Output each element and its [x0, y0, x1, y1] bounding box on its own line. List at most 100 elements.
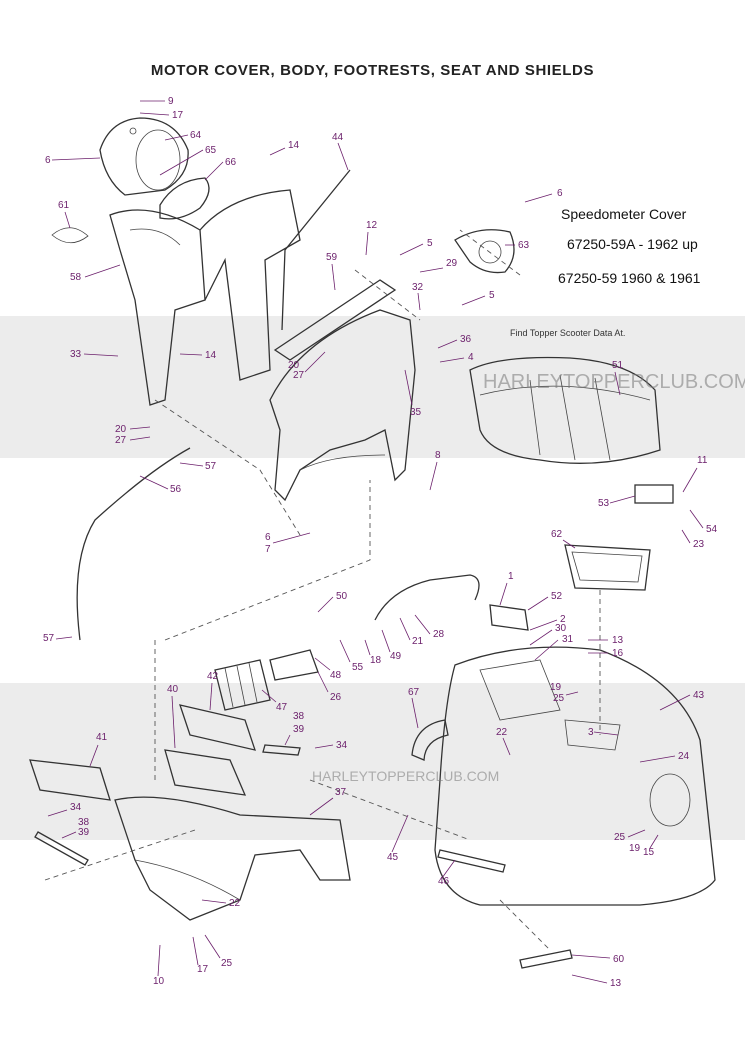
svg-text:48: 48	[330, 670, 342, 681]
footboard-left	[164, 749, 247, 796]
svg-text:7: 7	[265, 544, 271, 555]
svg-text:11: 11	[697, 455, 708, 466]
assembly-lines	[44, 229, 601, 951]
svg-text:47: 47	[276, 702, 288, 713]
svg-text:46: 46	[438, 876, 450, 887]
svg-text:37: 37	[335, 787, 347, 798]
svg-text:31: 31	[562, 634, 574, 645]
svg-text:18: 18	[370, 655, 382, 666]
svg-text:19: 19	[629, 843, 641, 854]
svg-text:39: 39	[293, 724, 305, 735]
svg-text:62: 62	[551, 529, 563, 540]
svg-text:64: 64	[190, 130, 202, 141]
svg-text:17: 17	[197, 964, 209, 975]
front-shield	[109, 189, 301, 406]
stay-rod	[281, 169, 351, 331]
svg-text:35: 35	[410, 407, 422, 418]
side-panel-41	[29, 759, 111, 801]
license-bracket	[519, 949, 573, 969]
svg-text:61: 61	[58, 200, 70, 211]
svg-text:20: 20	[115, 424, 127, 435]
svg-text:63: 63	[518, 240, 530, 251]
watermark-mid: HARLEYTOPPERCLUB.COM	[312, 768, 500, 784]
svg-text:58: 58	[70, 272, 82, 283]
svg-text:5: 5	[427, 238, 433, 249]
svg-text:36: 36	[460, 334, 472, 345]
svg-text:67: 67	[408, 687, 420, 698]
tool-box	[564, 544, 651, 591]
svg-text:59: 59	[326, 252, 338, 263]
grab-handle	[411, 719, 449, 761]
svg-text:22: 22	[496, 727, 508, 738]
speedometer-housing	[99, 117, 189, 196]
svg-text:22: 22	[229, 898, 241, 909]
svg-text:23: 23	[693, 539, 705, 550]
svg-text:25: 25	[221, 958, 233, 969]
trim-38-39-upper	[262, 744, 301, 756]
mount-bracket	[273, 279, 397, 361]
svg-text:45: 45	[387, 852, 399, 863]
svg-text:38: 38	[78, 817, 90, 828]
speedometer-cover-heading: Speedometer Cover	[561, 206, 687, 222]
svg-text:43: 43	[693, 690, 705, 701]
svg-text:60: 60	[613, 954, 625, 965]
part-labels: 9 17 64 65 66 6 14 44 61 58 12 5 6 63 59…	[43, 96, 718, 989]
svg-text:26: 26	[330, 692, 342, 703]
svg-text:55: 55	[352, 662, 364, 673]
leg-shield	[269, 309, 416, 502]
svg-text:27: 27	[293, 370, 305, 381]
footboard-right	[179, 704, 256, 751]
svg-text:27: 27	[115, 435, 127, 446]
watermark-band-bottom	[0, 683, 745, 840]
hinge-plate	[634, 484, 674, 504]
svg-text:40: 40	[167, 684, 179, 695]
svg-text:29: 29	[446, 258, 458, 269]
svg-text:19: 19	[550, 682, 562, 693]
floor-panel	[114, 796, 351, 921]
svg-text:14: 14	[288, 140, 300, 151]
trim-strip	[76, 447, 191, 641]
svg-text:5: 5	[489, 290, 495, 301]
svg-text:10: 10	[153, 976, 165, 987]
svg-text:20: 20	[288, 360, 300, 371]
svg-text:1: 1	[508, 571, 514, 582]
svg-text:6: 6	[557, 188, 563, 199]
watermark-band-top	[0, 316, 745, 458]
svg-text:21: 21	[412, 636, 424, 647]
svg-text:32: 32	[412, 282, 424, 293]
svg-text:53: 53	[598, 498, 610, 509]
svg-text:24: 24	[678, 751, 690, 762]
svg-text:15: 15	[643, 847, 655, 858]
svg-text:3: 3	[588, 727, 594, 738]
speedometer-cover-line-2: 67250-59 1960 & 1961	[558, 270, 701, 286]
leaf-emblem	[51, 227, 89, 244]
svg-text:57: 57	[205, 461, 217, 472]
speedometer-bracket	[454, 229, 515, 274]
stand-arm	[374, 574, 480, 621]
svg-text:34: 34	[336, 740, 348, 751]
watermark-large: HARLEYTOPPERCLUB.COM	[483, 371, 745, 393]
stand-bracket	[489, 604, 529, 631]
svg-text:12: 12	[366, 220, 378, 231]
svg-text:17: 17	[172, 110, 184, 121]
svg-text:39: 39	[78, 827, 90, 838]
svg-text:8: 8	[435, 450, 441, 461]
diagram-title: MOTOR COVER, BODY, FOOTRESTS, SEAT AND S…	[150, 62, 595, 79]
seat	[469, 356, 661, 464]
footrest-grip	[214, 649, 319, 711]
svg-text:65: 65	[205, 145, 217, 156]
svg-text:49: 49	[390, 651, 402, 662]
svg-text:56: 56	[170, 484, 182, 495]
svg-text:9: 9	[168, 96, 174, 107]
svg-text:4: 4	[468, 352, 474, 363]
svg-text:6: 6	[265, 532, 271, 543]
watermark-small-note: Find Topper Scooter Data At.	[510, 328, 626, 338]
svg-text:16: 16	[612, 648, 624, 659]
svg-text:25: 25	[553, 693, 565, 704]
svg-text:6: 6	[45, 155, 51, 166]
svg-text:44: 44	[332, 132, 344, 143]
svg-text:52: 52	[551, 591, 563, 602]
svg-text:41: 41	[96, 732, 108, 743]
nameplate-emblem	[437, 849, 506, 873]
